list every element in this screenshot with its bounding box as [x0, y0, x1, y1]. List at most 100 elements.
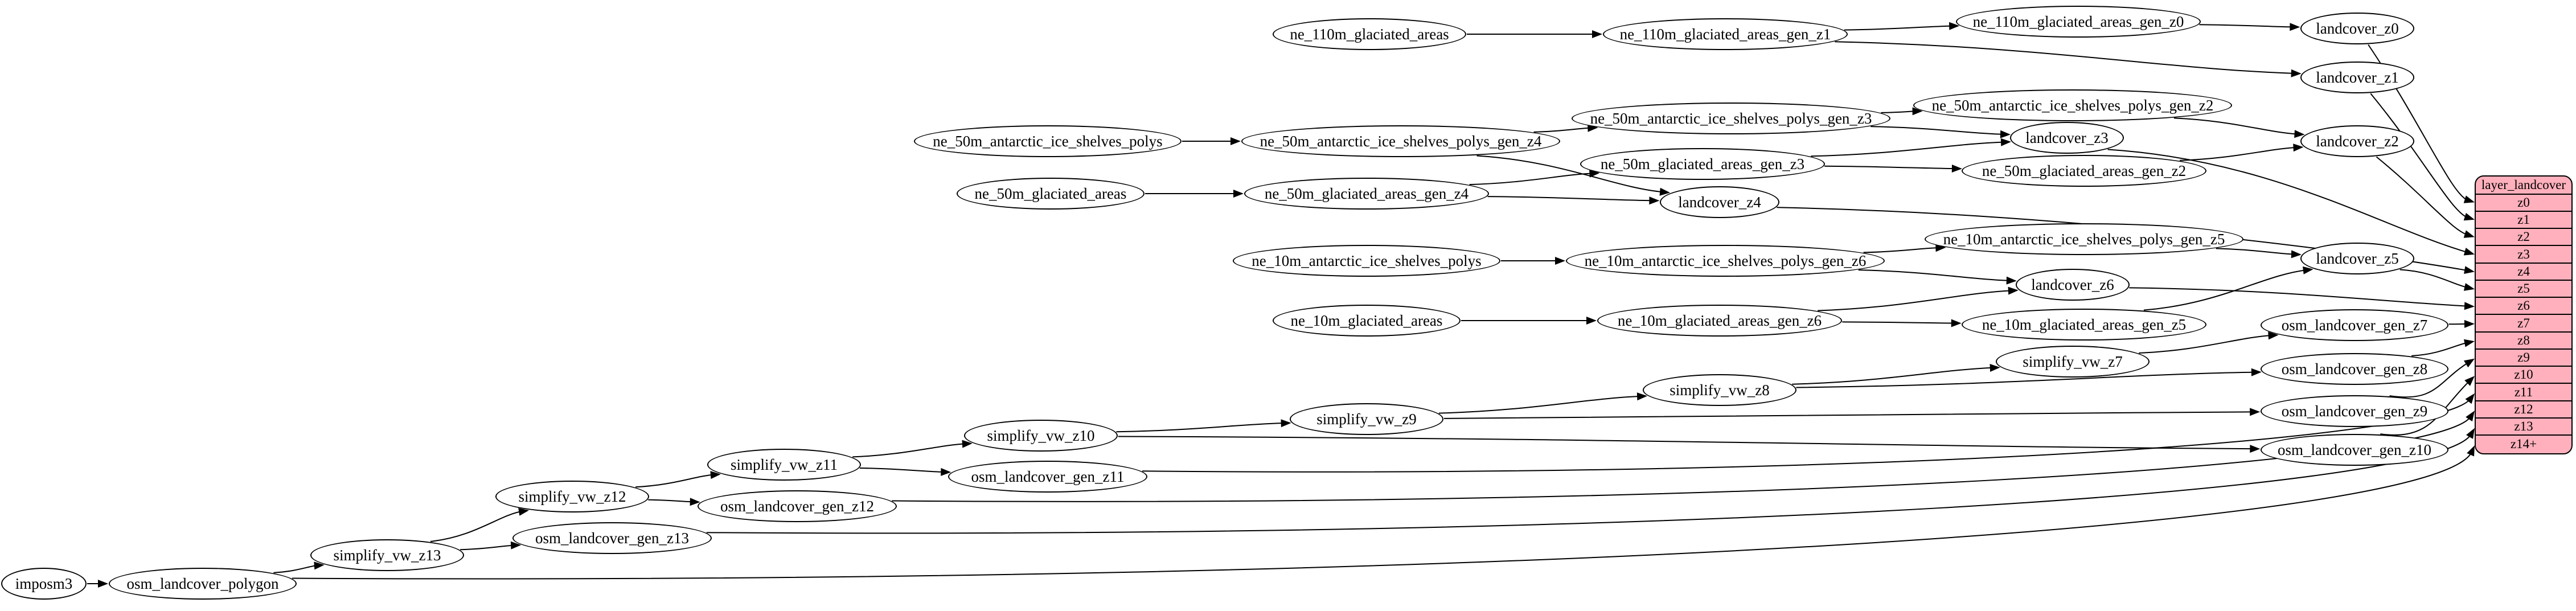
node-label: simplify_vw_z12 [518, 487, 626, 505]
table-row-z9: z9 [2476, 350, 2571, 367]
arrowhead-ne_50m_glaciated_areas_gen_z3-to-ne_50m_glaciated_areas_gen_z2 [1951, 165, 1962, 173]
node-label: ne_50m_glaciated_areas_gen_z2 [1982, 162, 2187, 179]
node-landcover_z3: landcover_z3 [2010, 122, 2124, 154]
edge-simplify_vw_z13-to-simplify_vw_z12 [430, 510, 523, 542]
node-landcover_z0: landcover_z0 [2300, 13, 2414, 44]
edge-ne_10m_glaciated_areas_gen_z6-to-landcover_z6 [1818, 290, 2012, 311]
node-label: simplify_vw_z9 [1316, 410, 1417, 428]
node-label: landcover_z1 [2316, 68, 2399, 86]
arrowhead-ne_10m_glaciated_areas-to-ne_10m_glaciated_areas_gen_z6 [1586, 317, 1597, 325]
arrowhead-ne_10m_glaciated_areas_gen_z6-to-ne_10m_glaciated_areas_gen_z5 [1951, 319, 1962, 327]
edge-ne_10m_antarctic_ice_shelves_polys_gen_z6-to-ne_10m_antarctic_ice_shelves_polys_gen_z5 [1863, 247, 1939, 253]
node-label: ne_10m_glaciated_areas_gen_z6 [1617, 311, 1822, 329]
table-row-z10: z10 [2476, 367, 2571, 384]
node-label: landcover_z2 [2316, 132, 2399, 150]
node-label: ne_10m_antarctic_ice_shelves_polys [1252, 252, 1482, 269]
arrowhead-ne_10m_glaciated_areas_gen_z6-to-landcover_z6 [2008, 286, 2019, 295]
arrowhead-landcover_z0-to-z0 [2463, 195, 2475, 203]
node-label: simplify_vw_z10 [987, 427, 1095, 444]
node-label: ne_10m_glaciated_areas_gen_z5 [1982, 315, 2187, 333]
node-ne_50m_antarctic_ice_shelves_polys: ne_50m_antarctic_ice_shelves_polys [914, 125, 1182, 157]
node-osm_landcover_gen_z12: osm_landcover_gen_z12 [698, 490, 897, 522]
node-ne_50m_glaciated_areas_gen_z2: ne_50m_glaciated_areas_gen_z2 [1962, 155, 2206, 187]
node-ne_110m_glaciated_areas: ne_110m_glaciated_areas [1273, 18, 1466, 50]
table-row-z1: z1 [2476, 212, 2571, 229]
edge-simplify_vw_z13-to-osm_landcover_gen_z13 [460, 544, 515, 551]
arrowhead-ne_50m_antarctic_ice_shelves_polys_gen_z2-to-landcover_z2 [2294, 130, 2305, 138]
edge-osm_landcover_polygon-to-simplify_vw_z13 [273, 564, 318, 573]
node-landcover_z1: landcover_z1 [2300, 61, 2414, 93]
table-row-z14+: z14+ [2510, 437, 2537, 452]
table-row-z2: z2 [2476, 229, 2571, 247]
arrowhead-landcover_z1-to-z1 [2463, 212, 2475, 221]
node-label: osm_landcover_gen_z13 [535, 529, 689, 547]
node-label: ne_50m_glaciated_areas [974, 184, 1127, 202]
arrowhead-simplify_vw_z10-to-osm_landcover_gen_z10 [2250, 445, 2261, 453]
node-osm_landcover_gen_z8: osm_landcover_gen_z8 [2261, 353, 2448, 385]
arrowhead-ne_50m_antarctic_ice_shelves_polys_gen_z4-to-landcover_z4 [1659, 187, 1671, 196]
arrowhead-osm_landcover_gen_z7-to-z7 [2464, 319, 2475, 328]
arrowhead-ne_10m_antarctic_ice_shelves_polys_gen_z5-to-landcover_z5 [2291, 250, 2302, 259]
arrowhead-simplify_vw_z12-to-osm_landcover_gen_z12 [690, 498, 700, 506]
arrowhead-osm_landcover_gen_z9-to-z9 [2464, 358, 2475, 368]
table-row-z11: z11 [2476, 384, 2571, 401]
node-label: landcover_z4 [1678, 193, 1761, 211]
edge-simplify_vw_z8-to-osm_landcover_gen_z8 [1796, 371, 2255, 388]
arrowhead-osm_landcover_gen_z13-to-z13 [2466, 428, 2475, 439]
table-row-z4: z4 [2476, 264, 2571, 281]
edge-ne_50m_glaciated_areas_gen_z3-to-ne_50m_glaciated_areas_gen_z2 [1824, 165, 1955, 170]
table-row-z13: z13 [2476, 419, 2571, 436]
arrowhead-osm_landcover_gen_z12-to-z12 [2466, 411, 2475, 422]
node-osm_landcover_polygon: osm_landcover_polygon [109, 568, 297, 600]
node-label: ne_110m_glaciated_areas [1290, 25, 1449, 43]
arrowhead-ne_110m_glaciated_areas_gen_z0-to-landcover_z0 [2290, 23, 2300, 31]
arrowhead-ne_110m_glaciated_areas_gen_z1-to-landcover_z1 [2291, 69, 2302, 77]
arrowhead-osm_landcover_gen_z8-to-z8 [2464, 339, 2475, 347]
arrowhead-ne_50m_glaciated_areas_gen_z4-to-ne_50m_glaciated_areas_gen_z3 [1589, 169, 1600, 178]
node-simplify_vw_z10: simplify_vw_z10 [964, 420, 1118, 452]
edge-ne_50m_antarctic_ice_shelves_polys_gen_z4-to-ne_50m_antarctic_ice_shelves_polys_gen_z3 [1533, 127, 1591, 133]
node-ne_10m_glaciated_areas_gen_z6: ne_10m_glaciated_areas_gen_z6 [1597, 305, 1842, 337]
arrowhead-ne_110m_glaciated_areas-to-ne_110m_glaciated_areas_gen_z1 [1592, 30, 1602, 38]
edge-landcover_z5-to-z5 [2399, 269, 2468, 289]
edge-ne_50m_antarctic_ice_shelves_polys_gen_z2-to-landcover_z2 [2174, 117, 2298, 135]
node-label: ne_10m_antarctic_ice_shelves_polys_gen_z… [1943, 230, 2225, 248]
edge-ne_10m_antarctic_ice_shelves_polys_gen_z5-to-landcover_z5 [2216, 248, 2295, 255]
node-label: osm_landcover_gen_z11 [971, 468, 1125, 485]
arrowhead-osm_landcover_polygon-to-simplify_vw_z13 [314, 561, 325, 570]
node-label: landcover_z5 [2316, 249, 2399, 267]
node-simplify_vw_z13: simplify_vw_z13 [310, 539, 464, 571]
node-ne_10m_antarctic_ice_shelves_polys_gen_z6: ne_10m_antarctic_ice_shelves_polys_gen_z… [1566, 245, 1885, 277]
arrowhead-simplify_vw_z12-to-simplify_vw_z11 [710, 471, 721, 479]
node-label: osm_landcover_gen_z9 [2281, 402, 2428, 420]
node-landcover_z5: landcover_z5 [2300, 243, 2414, 274]
node-label: ne_10m_glaciated_areas [1290, 311, 1443, 329]
arrowhead-landcover_z3-to-z3 [2463, 248, 2475, 256]
table-row-z6: z6 [2476, 298, 2571, 315]
arrowhead-landcover_z5-to-z5 [2463, 283, 2475, 291]
arrowhead-landcover_z4-to-z4 [2464, 266, 2475, 274]
node-simplify_vw_z12: simplify_vw_z12 [495, 481, 649, 512]
arrowhead-ne_50m_glaciated_areas_gen_z2-to-landcover_z2 [2293, 143, 2304, 152]
arrowhead-ne_50m_glaciated_areas-to-ne_50m_glaciated_areas_gen_z4 [1233, 190, 1244, 198]
node-label: ne_50m_glaciated_areas_gen_z4 [1264, 184, 1469, 202]
node-landcover_z2: landcover_z2 [2300, 125, 2414, 157]
node-label: ne_110m_glaciated_areas_gen_z1 [1619, 25, 1831, 43]
node-ne_50m_antarctic_ice_shelves_polys_gen_z2: ne_50m_antarctic_ice_shelves_polys_gen_z… [1913, 89, 2232, 121]
edge-simplify_vw_z11-to-osm_landcover_gen_z11 [859, 468, 945, 473]
edge-ne_50m_glaciated_areas_gen_z3-to-landcover_z3 [1811, 141, 2005, 157]
edge-simplify_vw_z9-to-osm_landcover_gen_z9 [1443, 411, 2254, 419]
table-row-z12: z12 [2476, 401, 2571, 419]
node-label: ne_50m_antarctic_ice_shelves_polys_gen_z… [1590, 109, 1872, 127]
node-label: osm_landcover_polygon [126, 575, 279, 592]
node-label: ne_110m_glaciated_areas_gen_z0 [1972, 13, 2184, 30]
arrowhead-simplify_vw_z8-to-simplify_vw_z7 [1990, 364, 2000, 372]
arrowhead-ne_50m_antarctic_ice_shelves_polys-to-ne_50m_antarctic_ice_shelves_polys_gen_z4 [1230, 137, 1241, 145]
arrowhead-simplify_vw_z9-to-simplify_vw_z8 [1636, 392, 1648, 401]
edge-simplify_vw_z9-to-simplify_vw_z8 [1438, 395, 1641, 414]
edge-simplify_vw_z11-to-simplify_vw_z10 [852, 443, 966, 458]
edge-ne_10m_antarctic_ice_shelves_polys_gen_z6-to-landcover_z6 [1858, 269, 2010, 281]
node-ne_10m_glaciated_areas: ne_10m_glaciated_areas [1273, 305, 1461, 337]
node-osm_landcover_gen_z13: osm_landcover_gen_z13 [512, 522, 712, 554]
